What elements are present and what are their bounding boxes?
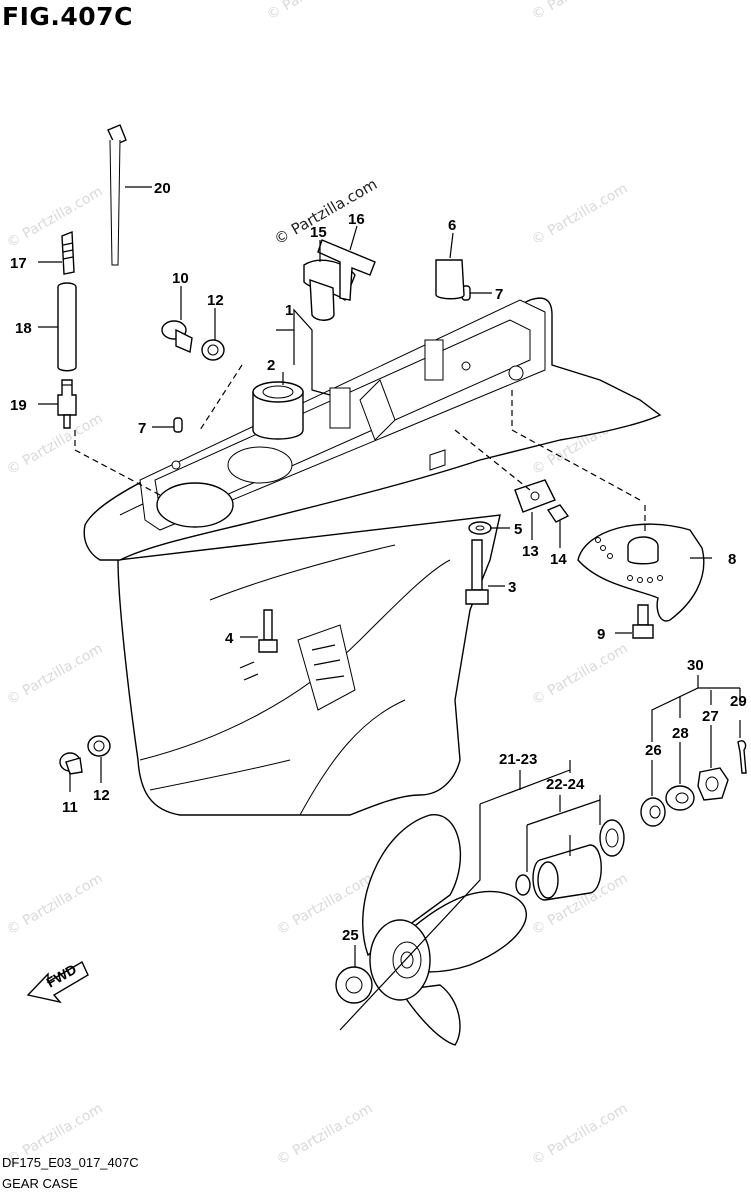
part-7-pin-left: [173, 417, 183, 433]
fwd-arrow-icon: FWD: [26, 961, 89, 1004]
part-19-fitting: [57, 379, 77, 429]
part-12-washer-upper: [201, 339, 225, 361]
part-8-trim-tab: [577, 523, 705, 622]
watermark: © Partzilla.com: [4, 641, 106, 709]
callout-22-24: 22-24: [546, 776, 585, 793]
watermark: © Partzilla.com: [264, 0, 366, 23]
callout-12-lower: 12: [93, 787, 110, 804]
watermark: © Partzilla.com: [4, 184, 106, 252]
callout-13: 13: [522, 543, 539, 560]
callout-21-23: 21-23: [499, 751, 537, 768]
part-14-bolt: [546, 504, 570, 523]
callout-2: 2: [267, 357, 275, 374]
callout-1: 1: [285, 302, 293, 319]
callout-29: 29: [730, 693, 747, 710]
leader-lines: [38, 186, 741, 1031]
callout-25: 25: [342, 927, 359, 944]
gear-case-housing: [83, 297, 662, 601]
callout-20: 20: [154, 180, 171, 197]
callout-30: 30: [687, 657, 704, 674]
watermark: © Partzilla.com: [529, 0, 631, 23]
part-3-bolt: [465, 539, 489, 605]
callout-14: 14: [550, 551, 567, 568]
callout-7-right: 7: [495, 286, 503, 303]
watermark: © Partzilla.com: [529, 181, 631, 249]
callout-10: 10: [172, 270, 189, 287]
callout-27: 27: [702, 708, 719, 725]
part-26-washer: [640, 797, 666, 827]
part-16-bracket: [317, 239, 376, 301]
part-9-bolt: [632, 604, 654, 639]
part-4-bolt: [258, 609, 278, 653]
callout-28: 28: [672, 725, 689, 742]
callout-18: 18: [15, 320, 32, 337]
dashed-guides: [74, 364, 646, 535]
part-17-fitting: [61, 230, 75, 275]
callout-17: 17: [10, 255, 27, 272]
callout-6: 6: [448, 217, 456, 234]
part-12-washer-lower: [87, 735, 111, 757]
watermark: © Partzilla.com: [4, 871, 106, 939]
part-25-washer: [335, 966, 373, 1004]
callout-8: 8: [728, 551, 736, 568]
part-29-cotter-pin: [737, 740, 747, 774]
watermark: © Partzilla.com: [274, 871, 376, 939]
part-2-bushing: [252, 381, 304, 440]
part-18-tube: [57, 282, 77, 372]
watermark: © Partzilla.com: [4, 411, 106, 479]
diagram-code: DF175_E03_017_407C: [2, 1155, 139, 1170]
part-22-24-bushing: [515, 819, 625, 901]
callout-12-upper: 12: [207, 292, 224, 309]
callout-26: 26: [645, 742, 662, 759]
figure-title: FIG.407C: [2, 2, 133, 31]
callout-7-left: 7: [138, 420, 146, 437]
watermark: © Partzilla.com: [529, 1101, 631, 1169]
diagram-caption: GEAR CASE: [2, 1176, 78, 1191]
callout-16: 16: [348, 211, 365, 228]
part-13-anode: [514, 479, 556, 513]
part-10-plug: [161, 320, 193, 354]
part-11-plug: [59, 752, 83, 775]
gear-case-lower-unit: [117, 514, 501, 816]
callout-3: 3: [508, 579, 516, 596]
callout-11: 11: [62, 799, 78, 816]
part-27-nut: [697, 767, 729, 801]
part-6-cap: [435, 259, 465, 300]
callout-4: 4: [225, 630, 234, 647]
callout-19: 19: [10, 397, 27, 414]
part-20-cable-tie: [107, 124, 127, 266]
propeller-assembly: [362, 814, 527, 1046]
watermark: © Partzilla.com: [529, 641, 631, 709]
callout-9: 9: [597, 626, 605, 643]
part-28-washer: [665, 785, 695, 811]
callout-labels: 20 17 18 19 10 12 7 2 1 15 16 6 7 5 13 1…: [10, 180, 747, 944]
part-5-washer: [468, 521, 492, 535]
watermark: © Partzilla.com: [274, 1101, 376, 1169]
callout-15: 15: [310, 224, 327, 241]
callout-5: 5: [514, 521, 522, 538]
